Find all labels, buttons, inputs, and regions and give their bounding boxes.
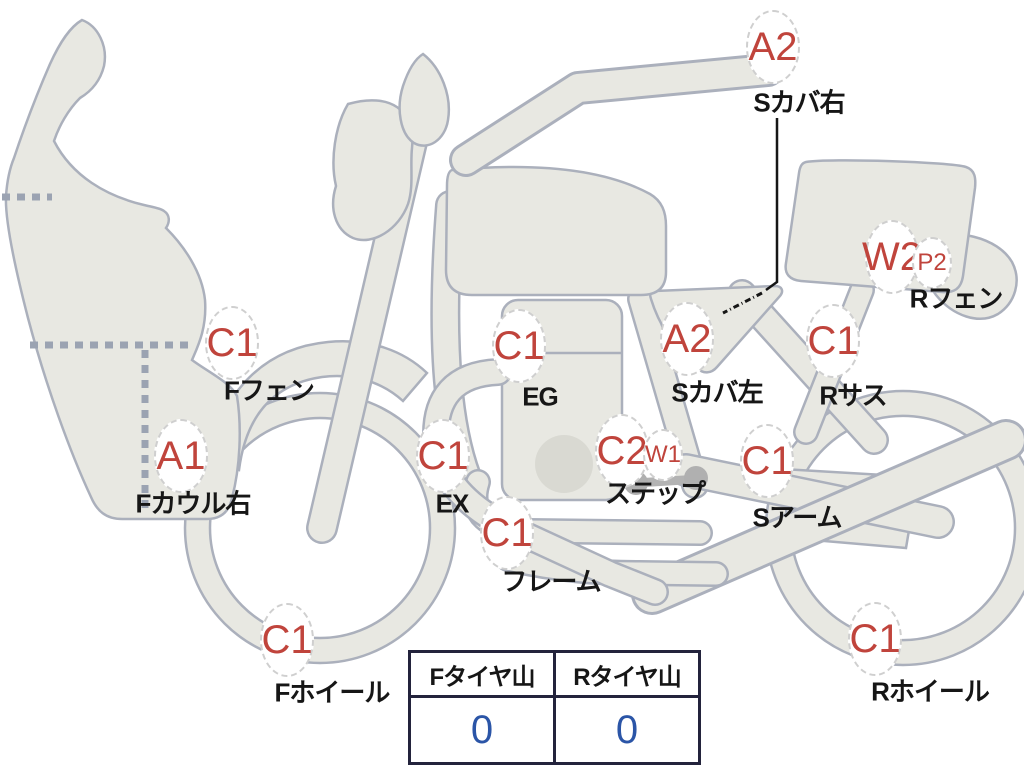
part-label-front-fender: Fフェン — [224, 375, 315, 406]
damage-badge-frame[interactable]: C1 — [480, 496, 534, 570]
damage-subbadge-rear-fender[interactable]: P2 — [912, 237, 952, 289]
mirror-shape — [398, 52, 451, 147]
engine-block — [500, 298, 624, 502]
leader-line-side-cover-right — [722, 118, 779, 315]
damage-badge-side-cover-right[interactable]: A2 — [746, 10, 800, 84]
damage-code: C1 — [807, 319, 859, 363]
cowl-dashed-seams — [2, 193, 190, 512]
damage-badge-front-fender[interactable]: C1 — [205, 306, 259, 380]
damage-code: C1 — [493, 324, 545, 368]
damage-code: C1 — [261, 618, 313, 662]
rear-tire-tread-value[interactable]: 0 — [553, 695, 701, 765]
part-label-front-cowl-right: Fカウル右 — [135, 488, 252, 519]
front-tire-tread-value[interactable]: 0 — [408, 695, 556, 765]
part-label-engine: EG — [522, 381, 559, 412]
subframe-tube — [727, 279, 889, 455]
damage-badge-exhaust[interactable]: C1 — [416, 419, 470, 493]
damage-code: C1 — [206, 321, 258, 365]
part-label-side-cover-left: Sカバ左 — [671, 377, 763, 408]
fuel-tank-shape — [444, 165, 668, 297]
damage-badge-rear-fender[interactable]: W2 — [862, 220, 922, 294]
part-label-rear-suspension: Rサス — [819, 380, 887, 411]
damage-code: A2 — [662, 317, 712, 361]
part-label-step: ステップ — [604, 478, 706, 509]
damage-code: A2 — [748, 25, 798, 69]
rear-tire-tread-header: Rタイヤ山 — [553, 650, 701, 698]
damage-badge-swing-arm[interactable]: C1 — [740, 424, 794, 498]
part-label-side-cover-right: Sカバ右 — [753, 87, 845, 118]
damage-badge-side-cover-left[interactable]: A2 — [660, 302, 714, 376]
damage-badge-front-cowl-right[interactable]: A1 — [154, 419, 208, 493]
part-label-rear-fender: Rフェン — [909, 283, 1004, 314]
damage-code: C1 — [741, 439, 793, 483]
part-label-swing-arm: Sアーム — [752, 502, 842, 533]
part-label-frame: フレーム — [501, 566, 601, 597]
part-label-exhaust: EX — [435, 488, 470, 519]
tire-tread-table: Fタイヤ山 Rタイヤ山 0 0 — [408, 650, 701, 765]
damage-code: W1 — [645, 441, 681, 468]
swing-arm-shape — [669, 453, 955, 539]
handlebar — [449, 53, 785, 177]
damage-code: C1 — [481, 511, 533, 555]
part-label-front-wheel: Fホイール — [274, 677, 391, 708]
damage-code: C1 — [849, 617, 901, 661]
damage-badge-rear-suspension[interactable]: C1 — [806, 304, 860, 378]
damage-badge-engine[interactable]: C1 — [492, 309, 546, 383]
damage-code: C2 — [596, 429, 648, 473]
damage-badge-front-wheel[interactable]: C1 — [260, 603, 314, 677]
part-label-rear-wheel: Rホイール — [871, 676, 990, 707]
damage-subbadge-step[interactable]: W1 — [643, 429, 683, 481]
damage-badge-rear-wheel[interactable]: C1 — [848, 602, 902, 676]
damage-code: C1 — [417, 434, 469, 478]
front-tire-tread-header: Fタイヤ山 — [408, 650, 556, 698]
damage-code: A1 — [156, 434, 206, 478]
damage-code: P2 — [917, 249, 947, 276]
